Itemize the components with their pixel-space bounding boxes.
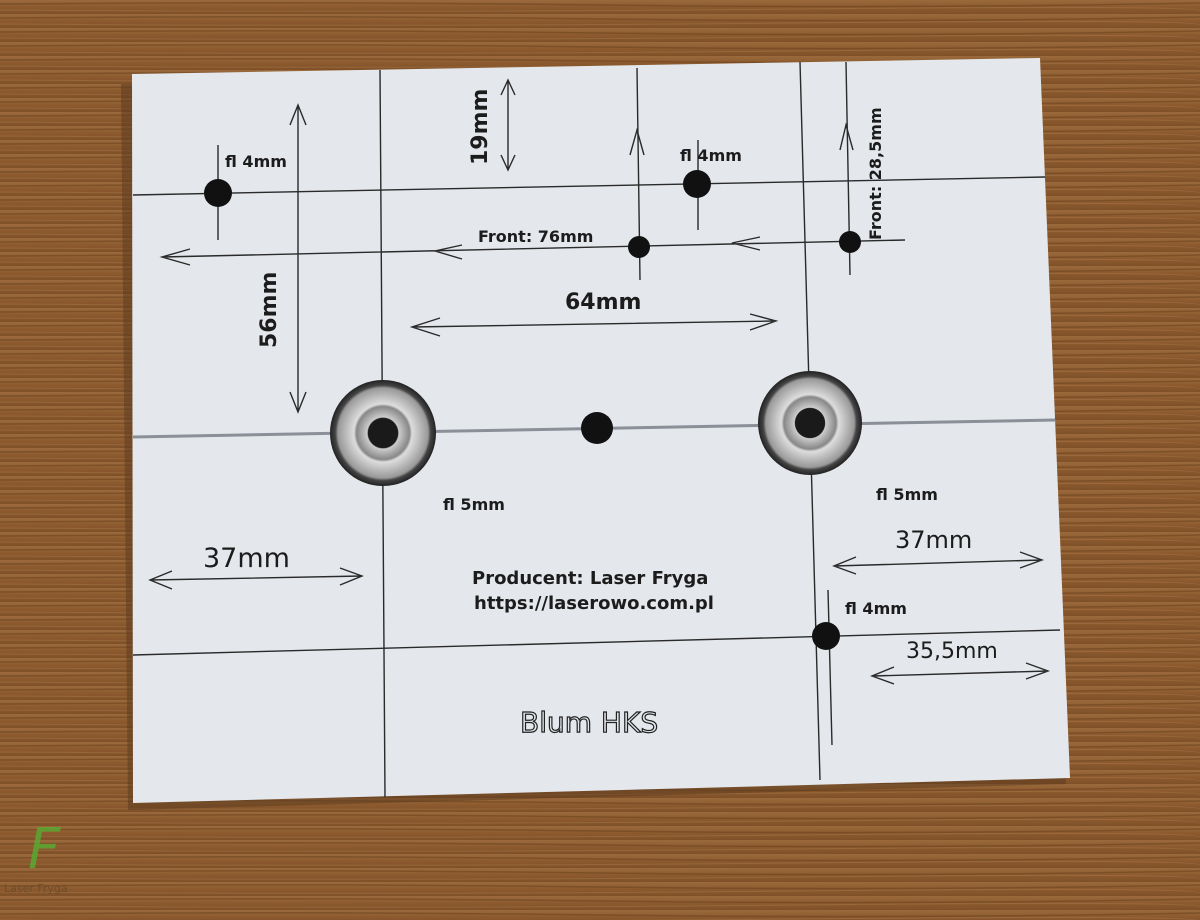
jig-board: fl 4mm fl 4mm fl 4mm 19mm 56mm 64mm Fron… <box>121 58 1070 810</box>
label-64mm: 64mm <box>565 290 641 315</box>
label-56mm: 56mm <box>257 272 282 348</box>
hole-center <box>581 412 613 444</box>
label-35-5mm: 35,5mm <box>906 639 998 664</box>
watermark-text: Laser Fryga <box>4 882 68 895</box>
label-bearing-left: fl 5mm <box>443 495 505 514</box>
label-hole-top-left: fl 4mm <box>225 152 287 171</box>
watermark-logo: F Laser Fryga <box>4 817 68 895</box>
brand-text: Blum HKS <box>520 706 658 739</box>
label-front-76: Front: 76mm <box>478 227 593 246</box>
label-front-28: Front: 28,5mm <box>866 107 885 240</box>
label-hole-bottom-right: fl 4mm <box>845 599 907 618</box>
hole-4mm-bottom-right <box>812 622 840 650</box>
label-hole-top-center: fl 4mm <box>680 146 742 165</box>
url-text: https://laserowo.com.pl <box>474 593 714 614</box>
label-bearing-right: fl 5mm <box>876 485 938 504</box>
label-37mm-right: 37mm <box>895 526 972 554</box>
hole-4mm-top-center <box>683 170 711 198</box>
hole-front-28 <box>839 231 861 253</box>
hole-4mm-top-left <box>204 179 232 207</box>
hole-front-76 <box>628 236 650 258</box>
producer-text: Producent: Laser Fryga <box>472 568 708 589</box>
watermark-letter: F <box>28 817 61 882</box>
label-37mm-left: 37mm <box>203 543 290 574</box>
label-19mm: 19mm <box>468 89 493 165</box>
